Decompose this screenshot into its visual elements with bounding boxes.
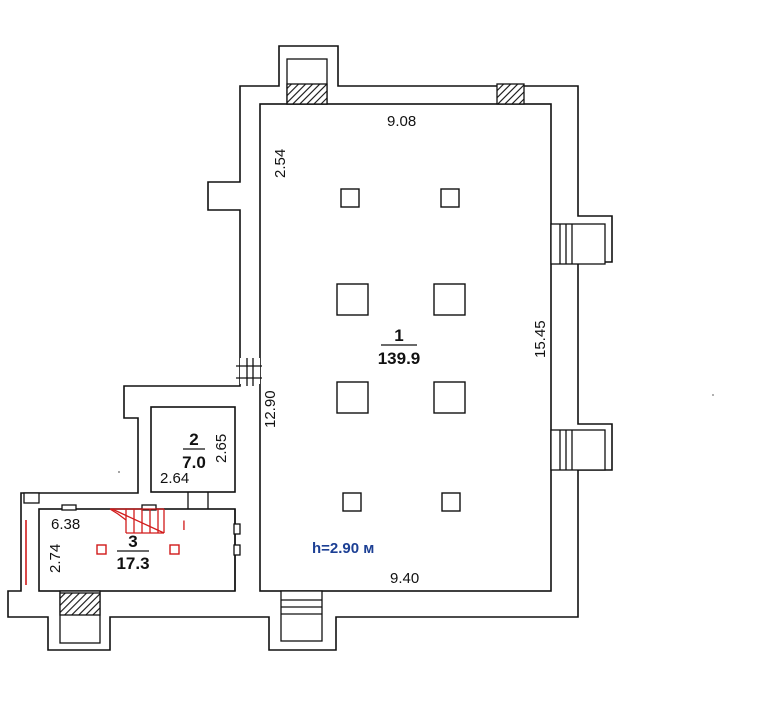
column xyxy=(441,492,461,512)
room-1-label: 1 139.9 xyxy=(378,326,421,368)
window-bottom-left xyxy=(59,590,101,644)
fixture-marker xyxy=(169,544,180,555)
window-top-right xyxy=(496,83,525,105)
window-right-upper xyxy=(550,223,606,265)
dim-room1-top: 9.08 xyxy=(387,113,416,130)
dim-room2-width: 2.64 xyxy=(160,470,189,487)
room-3-label: 3 17.3 xyxy=(116,532,149,573)
room-2-label: 2 7.0 xyxy=(182,430,206,472)
window-bottom-right xyxy=(280,590,323,642)
outer-wall-outline xyxy=(7,45,613,651)
dim-room3-width: 6.38 xyxy=(51,516,80,533)
columns xyxy=(336,188,466,512)
column xyxy=(433,283,466,316)
window-top-left xyxy=(286,58,328,105)
stair-mark: I xyxy=(182,517,186,533)
fixture-marker xyxy=(96,544,107,555)
column xyxy=(440,188,460,208)
room-2-area: 7.0 xyxy=(182,453,206,472)
room-2-number: 2 xyxy=(189,430,198,449)
scan-dot xyxy=(712,394,714,396)
ceiling-height: h=2.90 м xyxy=(312,540,374,557)
window-right-lower xyxy=(550,429,606,471)
column xyxy=(336,381,369,414)
dim-room3-height: 2.74 xyxy=(47,544,64,573)
room-2-outline xyxy=(150,406,236,493)
door-opening-room2 xyxy=(187,492,209,509)
dim-room1-right: 15.45 xyxy=(532,320,549,358)
stairs xyxy=(109,508,165,534)
scan-dot xyxy=(118,471,120,473)
column xyxy=(433,381,466,414)
door-opening xyxy=(236,358,262,386)
room-1-area: 139.9 xyxy=(378,349,421,368)
room-1-number: 1 xyxy=(394,326,403,345)
column xyxy=(342,492,362,512)
dim-room1-upper-left: 2.54 xyxy=(272,149,289,178)
dim-room1-bottom: 9.40 xyxy=(390,570,419,587)
dim-room2-height: 2.65 xyxy=(213,434,230,463)
wall-stubs xyxy=(23,492,241,556)
dim-room1-left: 12.90 xyxy=(262,390,279,428)
room-3-area: 17.3 xyxy=(116,554,149,573)
room-3-number: 3 xyxy=(128,532,137,551)
column xyxy=(336,283,369,316)
column xyxy=(340,188,360,208)
room-1-outline xyxy=(259,103,552,592)
